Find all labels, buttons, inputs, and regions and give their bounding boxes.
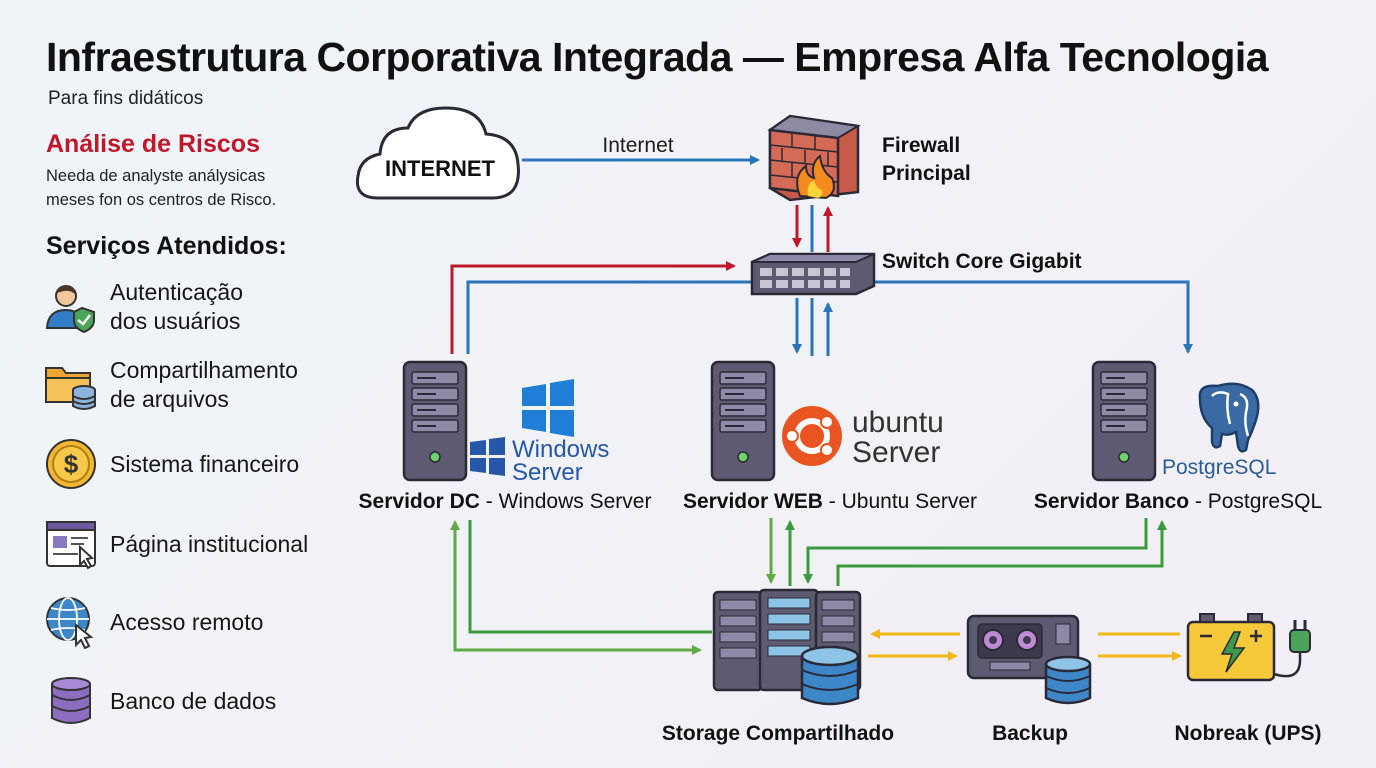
dc-to-storage-line (468, 520, 712, 634)
ubuntu-logo-icon (782, 406, 842, 466)
database-icon (51, 677, 91, 724)
user-shield-icon (45, 285, 95, 334)
ubuntu-logo-line2: Server (852, 436, 940, 469)
storage-to-dc-arrow (450, 520, 694, 652)
service-label: Banco de dados (110, 687, 277, 714)
dc-server-label: Servidor DC - Windows Server (359, 490, 652, 513)
windows-logo-line1: Windows (512, 436, 609, 463)
service-item-authentication: Autenticação dos usuários (44, 277, 344, 337)
backup-icon (966, 614, 1092, 705)
services-title: Serviços Atendidos: (46, 232, 287, 260)
service-label: Acesso remoto (110, 608, 264, 635)
db-server-label-rest: - PostgreSQL (1189, 490, 1322, 513)
switch-label: Switch Core Gigabit (882, 250, 1082, 273)
service-label-line2: de arquivos (110, 386, 229, 412)
risk-text-line2: meses fon os centros de Risco. (46, 191, 277, 209)
dc-server-icon (402, 360, 468, 482)
service-label: Página institucional (110, 530, 309, 557)
web-server-label: Servidor WEB - Ubuntu Server (683, 490, 977, 513)
risk-analysis-text: Needa de analyste análysicas meses fon o… (46, 164, 346, 212)
firewall-label-line2: Principal (882, 162, 971, 185)
db-server-icon (1091, 360, 1157, 482)
db-server-label-bold: Servidor Banco (1034, 490, 1189, 513)
storage-label: Storage Compartilhado (662, 722, 894, 745)
web-server-label-rest: - Ubuntu Server (823, 490, 977, 513)
service-label: Compartilhamento (110, 357, 298, 383)
internet-cloud (355, 106, 520, 200)
risk-text-line1: Needa de analyste análysicas (46, 167, 266, 185)
web-page-icon (46, 521, 96, 570)
service-label-line2: dos usuários (110, 308, 241, 334)
windows-logo-line2: Server (512, 459, 583, 486)
switch-icon (750, 252, 876, 296)
backup-label: Backup (992, 722, 1068, 745)
service-label: Sistema financeiro (110, 450, 300, 477)
ups-label: Nobreak (UPS) (1174, 722, 1321, 745)
service-label: Autenticação (110, 279, 243, 305)
page-subtitle: Para fins didáticos (48, 88, 204, 109)
service-item-database: Banco de dados (44, 671, 344, 731)
dc-server-label-rest: - Windows Server (480, 490, 652, 513)
storage-icon (712, 588, 862, 706)
svg-text:$: $ (64, 449, 79, 479)
globe-cursor-icon (46, 597, 94, 649)
page-title: Infraestrutura Corporativa Integrada — E… (46, 34, 1269, 80)
ubuntu-logo-line1: ubuntu (852, 406, 944, 439)
switch-to-dc-line (466, 280, 752, 354)
web-server-label-bold: Servidor WEB (683, 490, 823, 513)
ups-battery-icon (1186, 613, 1311, 682)
dc-server-label-bold: Servidor DC (359, 490, 480, 513)
db-server-label: Servidor Banco - PostgreSQL (1034, 490, 1322, 513)
folder-database-icon (45, 367, 96, 410)
internet-link-label: Internet (602, 134, 673, 157)
postgresql-logo-icon (1198, 382, 1260, 453)
service-item-institutional-page: Página institucional (44, 514, 344, 574)
service-item-financial-system: $ Sistema financeiro (44, 434, 344, 494)
service-item-remote-access: Acesso remoto (44, 592, 344, 652)
postgresql-logo-label: PostgreSQL (1162, 456, 1276, 479)
dollar-coin-icon: $ (46, 439, 96, 489)
service-item-file-sharing: Compartilhamento de arquivos (44, 355, 344, 415)
firewall-label-line1: Firewall (882, 134, 960, 157)
storage-to-db-arrow (836, 520, 1167, 586)
internet-cloud-label: INTERNET (385, 156, 496, 181)
windows-logo-icon (470, 379, 574, 476)
switch-to-db-arrow (874, 280, 1193, 354)
web-server-icon (710, 360, 776, 482)
db-to-storage-arrow (803, 518, 1148, 584)
firewall-icon (767, 114, 861, 202)
dc-to-switch-arrow (450, 261, 736, 354)
risk-analysis-title: Análise de Riscos (46, 130, 260, 158)
